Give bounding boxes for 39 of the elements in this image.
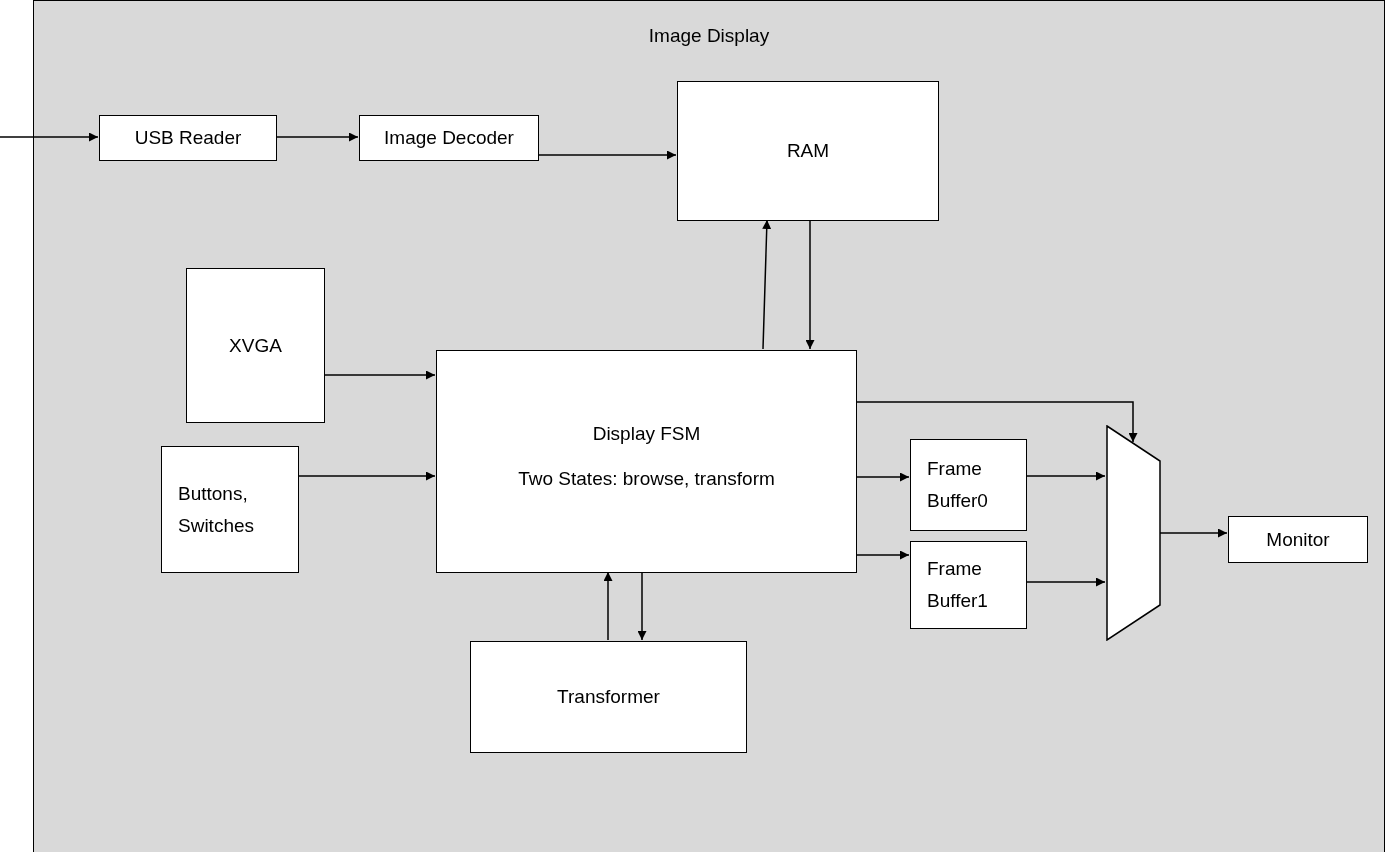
box-label: Frame Buffer0 [926, 456, 989, 513]
multiplexer [1106, 425, 1161, 641]
box-label: Buttons, Switches [177, 481, 256, 538]
arrow [762, 219, 772, 350]
process-box [910, 439, 1027, 531]
arrow [323, 370, 436, 380]
process-box [186, 268, 325, 423]
box-label: USB Reader [133, 126, 243, 151]
group-label: Image Display [647, 24, 771, 48]
process-box [1228, 516, 1368, 563]
process-box [359, 115, 539, 161]
arrow [0, 132, 99, 142]
arrow [1025, 471, 1106, 481]
arrow [637, 571, 647, 641]
arrow [297, 471, 436, 481]
arrow [1159, 528, 1228, 538]
box-label: XVGA [228, 333, 283, 358]
process-box [161, 446, 299, 573]
arrow [855, 472, 910, 482]
box-label: Image Decoder [383, 126, 515, 151]
process-box [470, 641, 747, 753]
box-label: Monitor [1265, 527, 1331, 552]
process-box [436, 350, 857, 573]
box-label: Frame Buffer1 [926, 556, 989, 613]
process-box [677, 81, 939, 221]
arrow [855, 550, 910, 560]
box-description: Two States: browse, transform [517, 467, 776, 491]
box-label: Transformer [556, 685, 661, 710]
arrow [1025, 577, 1106, 587]
arrow [805, 219, 815, 350]
outer-frame [33, 0, 1385, 852]
arrow [537, 150, 677, 160]
box-label: RAM [785, 139, 831, 164]
process-box [910, 541, 1027, 629]
arrow [855, 401, 1138, 443]
box-label: Display FSM [591, 422, 702, 446]
process-box [99, 115, 277, 161]
arrow [603, 571, 613, 641]
arrow [275, 132, 359, 142]
